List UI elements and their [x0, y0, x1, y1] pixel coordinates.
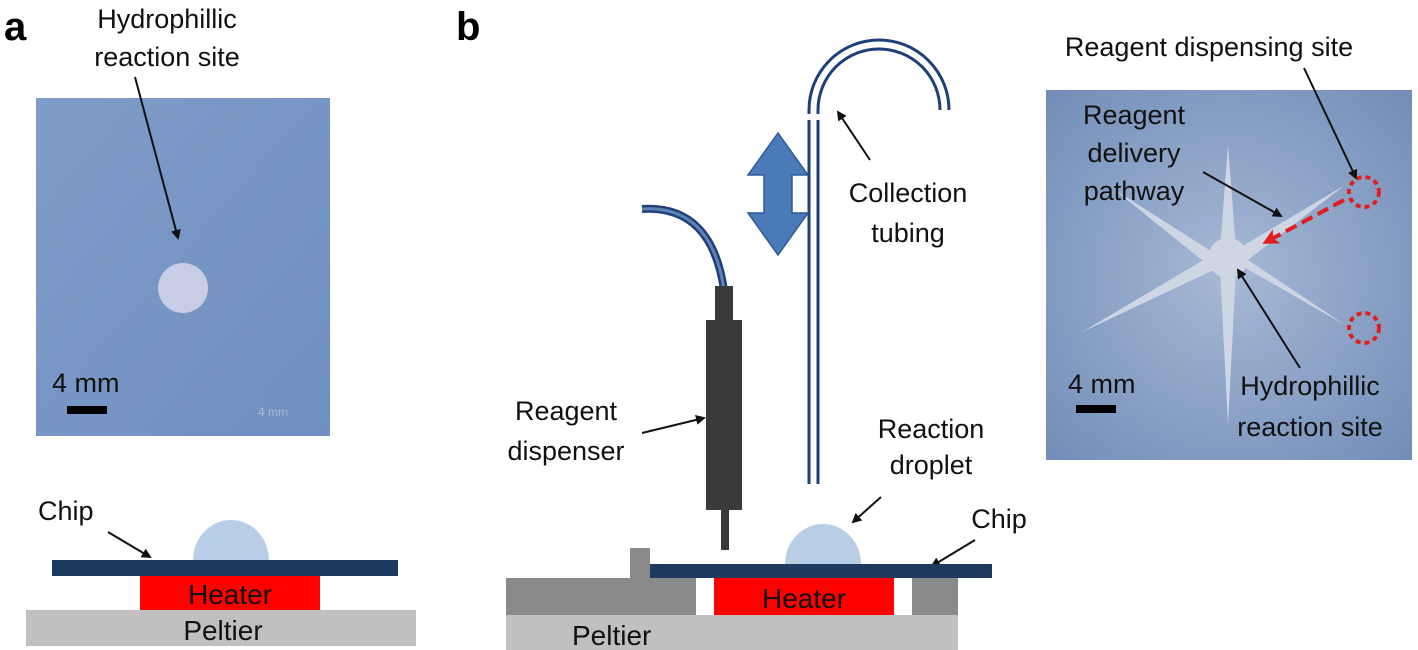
photo-a-label-line1: Hydrophillic	[97, 4, 237, 34]
dispensing-site-marker-bottom	[1347, 311, 1381, 345]
photo-b-scale-label: 4 mm	[1068, 369, 1136, 399]
photo-a-scale-bar	[67, 406, 107, 414]
heater-a	[140, 576, 320, 610]
peltier-a	[26, 610, 416, 646]
heater-b-label: Heater	[762, 583, 846, 614]
droplet-label-line2: droplet	[890, 450, 973, 480]
delivery-label-line3: pathway	[1084, 176, 1185, 206]
dispenser-label-line1: Reagent	[515, 396, 618, 426]
collection-tubing	[806, 38, 951, 484]
droplet-a	[193, 520, 269, 560]
droplet-pointer-arrow	[851, 496, 882, 524]
chip-a-pointer-arrow	[107, 531, 152, 559]
dispenser-tip	[721, 510, 729, 550]
photo-b-scale-bar	[1076, 405, 1116, 413]
droplet-b	[785, 524, 861, 564]
photo-a-watermark: 4 mm	[258, 405, 288, 419]
delivery-pointer-arrow	[1202, 171, 1283, 217]
peltier-b	[506, 615, 958, 650]
vertical-motion-arrow	[746, 131, 810, 257]
collection-label-line2: tubing	[871, 218, 945, 248]
chip-a-label: Chip	[38, 496, 94, 526]
peltier-b-label: Peltier	[572, 620, 651, 650]
dispensing-site-marker-top	[1347, 175, 1381, 209]
collection-pointer-arrow	[836, 110, 871, 161]
photo-a-label-line2: reaction site	[94, 42, 240, 72]
chip-b	[650, 564, 992, 578]
reaction-site-b-label-line2: reaction site	[1237, 412, 1383, 442]
heater-b	[714, 578, 894, 615]
delivery-direction-arrow	[1262, 198, 1345, 244]
heater-a-label: Heater	[188, 579, 272, 610]
dispenser-pointer-arrow	[641, 415, 706, 434]
photo-a-scale-label: 4 mm	[52, 368, 120, 398]
photo-a-pointer-arrow	[134, 76, 181, 240]
delivery-label-line1: Reagent	[1083, 100, 1186, 130]
dispenser-label-line2: dispenser	[507, 436, 624, 466]
delivery-label-line2: delivery	[1087, 138, 1181, 168]
dispenser-connector	[715, 286, 733, 320]
reaction-site-b-label-line1: Hydrophillic	[1240, 371, 1380, 401]
peltier-a-label: Peltier	[183, 615, 262, 646]
holder-block-left	[506, 578, 696, 615]
chip-b-label: Chip	[971, 504, 1027, 534]
reaction-site-spot	[158, 263, 208, 313]
collection-label-line1: Collection	[849, 178, 968, 208]
droplet-label-line1: Reaction	[878, 414, 985, 444]
chip-holder-post	[630, 548, 650, 578]
reagent-dispenser-body	[706, 320, 742, 510]
dispensing-site-label: Reagent dispensing site	[1065, 32, 1353, 62]
panel-b-letter: b	[456, 5, 480, 49]
panel-a-letter: a	[4, 5, 27, 49]
holder-block-right	[912, 578, 958, 615]
dispenser-tube-inner	[641, 207, 726, 291]
chip-a	[52, 560, 398, 576]
dispensing-site-pointer-arrow	[1303, 67, 1358, 180]
chip-b-pointer-arrow	[930, 539, 976, 568]
reaction-site-b-pointer-arrow	[1236, 268, 1301, 369]
